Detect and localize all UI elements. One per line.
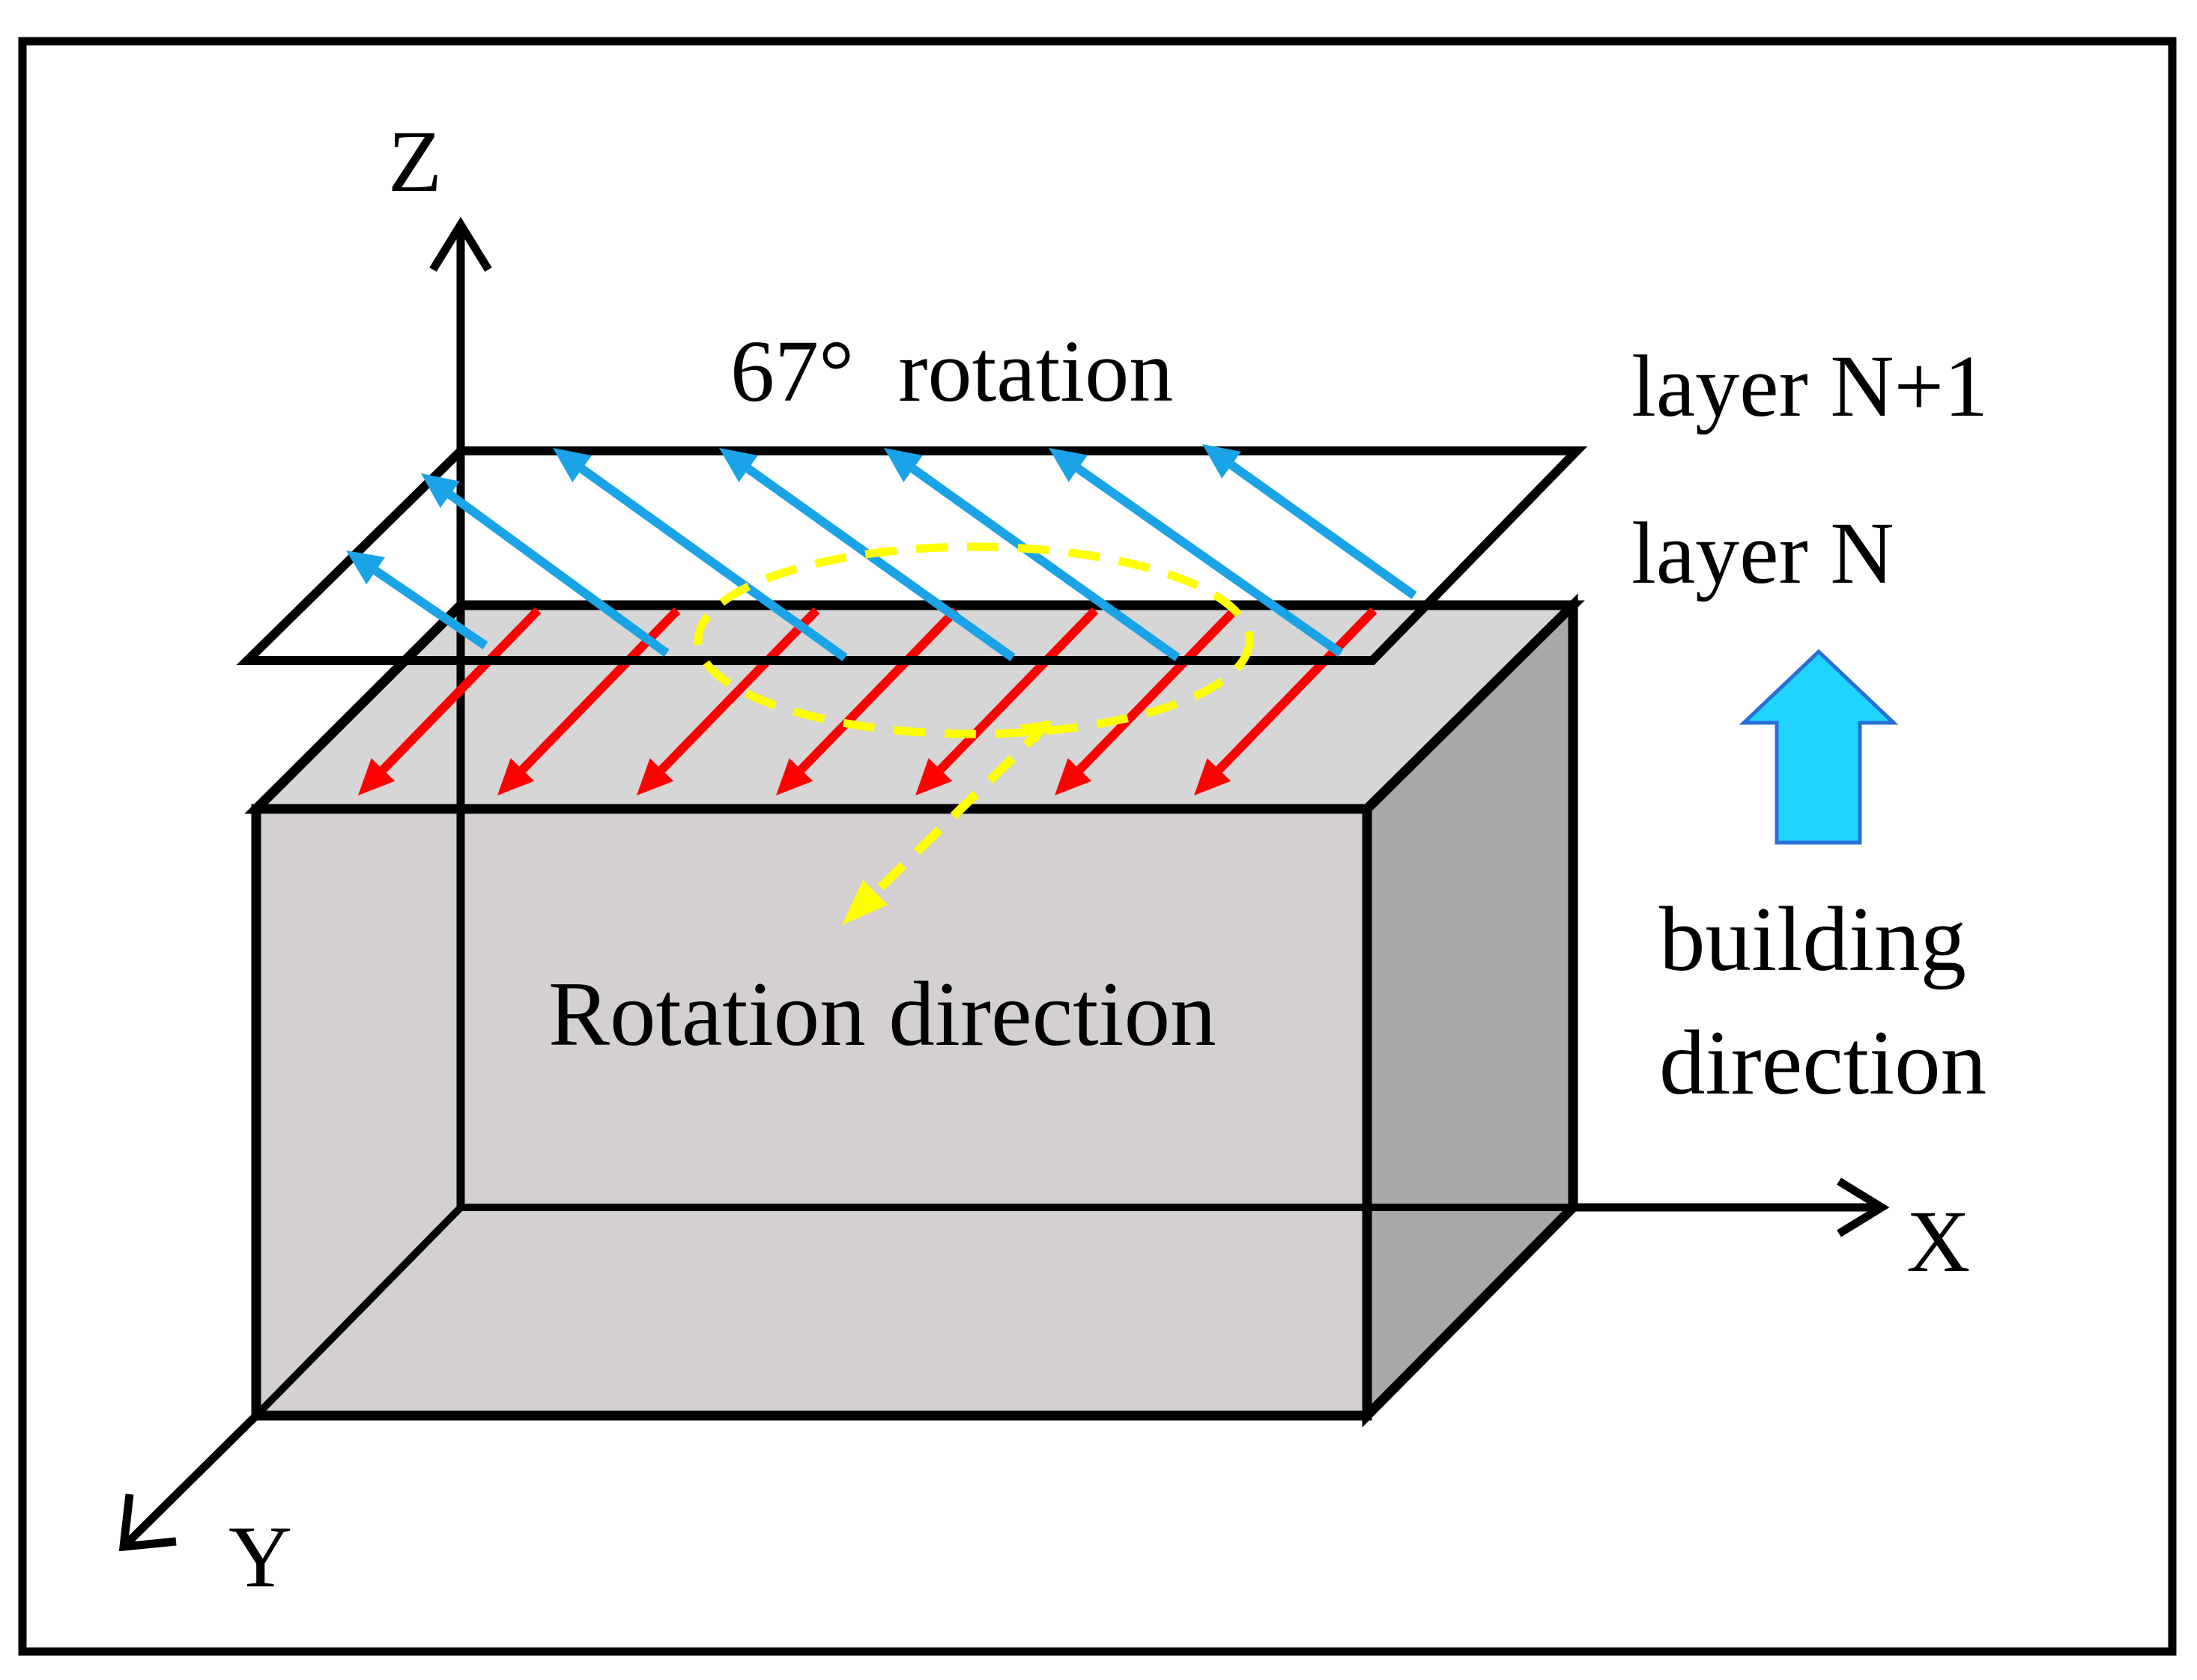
z-axis-label: Z (388, 112, 442, 210)
layer-n1-scan-arrow (346, 551, 488, 649)
rotation-indicator-arrowhead (842, 880, 888, 925)
layer-n1-scan-arrow (719, 448, 1016, 661)
rotation-direction-label: Rotation direction (548, 962, 1216, 1065)
layer-n1-scan-arrow (553, 448, 848, 661)
layer-n1-label: layer N+1 (1631, 337, 1988, 435)
rotation-indicator-ellipse (694, 542, 1254, 739)
rotation-indicator-start-head (1019, 721, 1052, 743)
layer-n-scan-arrow (1194, 607, 1378, 795)
layer-n-scan-arrow (637, 607, 820, 795)
layer-n1-scan-vectors (346, 444, 1417, 661)
building-direction-label-line1: building (1659, 888, 1966, 990)
rotation-angle-label: 67° rotation (730, 322, 1173, 420)
box-back-diagonal-edge (253, 1204, 464, 1419)
layer-n-scan-arrow (1055, 607, 1238, 795)
layer-n1-scan-arrow (884, 448, 1181, 661)
y-axis-arrowhead (118, 1493, 177, 1552)
rotation-indicator-arrow-shaft (861, 719, 1052, 906)
layer-n1-plane (236, 446, 1588, 665)
x-axis-label: X (1906, 1192, 1970, 1291)
layer-n-scan-vectors (358, 607, 1378, 795)
layer-n-label: layer N (1631, 504, 1894, 602)
layer-n1-scan-arrow (1049, 448, 1344, 657)
y-axis (124, 1413, 259, 1546)
z-axis-arrowhead (429, 216, 492, 272)
box-front-face (251, 804, 1372, 1421)
layer-n-scan-arrow (915, 607, 1099, 795)
y-axis-label: Y (228, 1508, 292, 1606)
x-axis-arrowhead (1837, 1177, 1890, 1237)
layer-n1-scan-arrow (421, 473, 670, 657)
building-direction-arrow (1739, 649, 1899, 845)
building-direction-label-line2: direction (1659, 1011, 1987, 1114)
layer-n-scan-arrow (358, 607, 542, 795)
layer-n-scan-arrow (776, 607, 960, 795)
box-top-face (244, 600, 1585, 814)
layer-n1-scan-arrow (1202, 444, 1417, 599)
